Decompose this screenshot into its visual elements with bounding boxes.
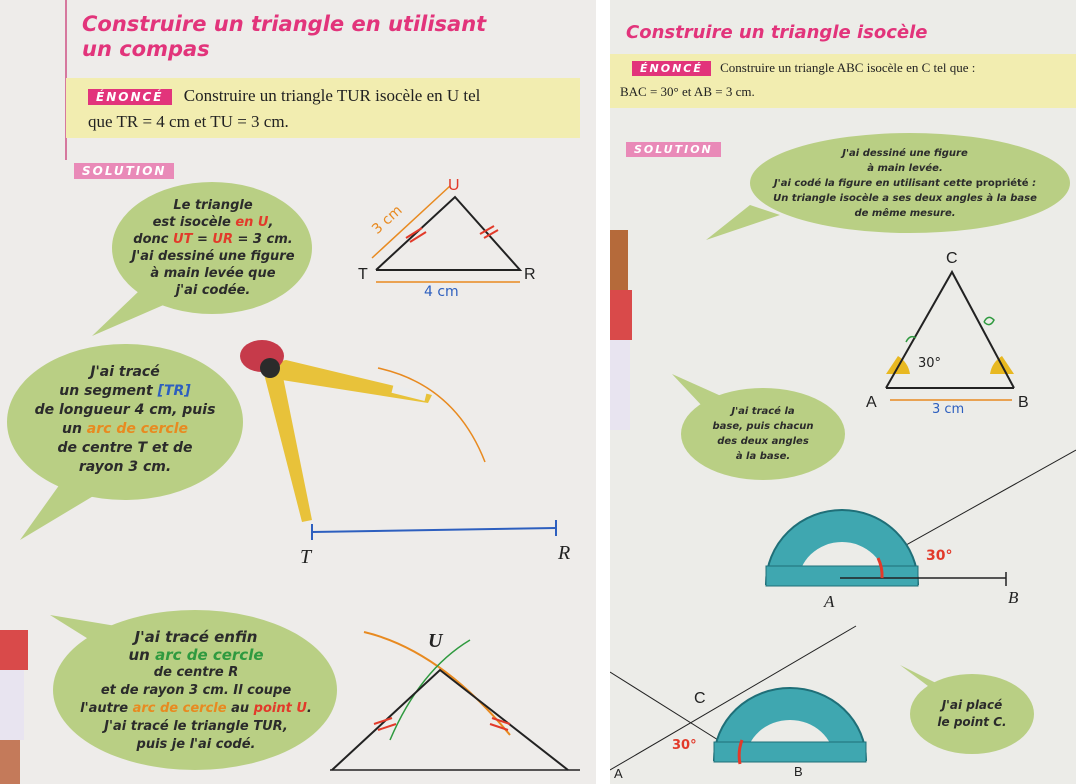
sketch-label-a: A (866, 394, 877, 411)
bubble2-line2: un segment [TR] (59, 383, 191, 399)
bubble1-line5: à main levée que (150, 266, 276, 281)
sketch-label-c: C (946, 250, 958, 267)
final-triangle-tur (330, 631, 580, 771)
sketch-label-r: R (524, 266, 536, 283)
segment-tr (311, 520, 557, 540)
segment-label-r: R (558, 542, 571, 564)
r-bubble2-line1: J'ai tracé la (731, 406, 795, 417)
bubble3-line4: et de rayon 3 cm. Il coupe (100, 683, 292, 698)
right-bubble-3: J'ai placé le point C. (914, 686, 1030, 742)
final-label-u: U (428, 630, 443, 652)
character-illustration-left (0, 630, 28, 784)
left-solution-tag: SOLUTION (74, 163, 175, 179)
left-figures (0, 0, 580, 784)
r-bubble2-line3: des deux angles (717, 436, 809, 447)
right-figures (610, 133, 1076, 771)
left-title-line2: un compas (82, 37, 210, 61)
r-bubble1-line4: Un triangle isocèle a ses deux angles à … (773, 192, 1037, 204)
left-bubble-3: J'ai tracé enfin un arc de cercle de cen… (58, 616, 334, 766)
protractor2-label-a: A (614, 766, 623, 781)
bubble3-line6: J'ai tracé le triangle TUR, (104, 719, 288, 734)
bubble1-line4: J'ai dessiné une figure (131, 249, 295, 264)
right-title: Construire un triangle isocèle (626, 22, 928, 43)
left-enonce-tag: ÉNONCÉ (88, 89, 172, 105)
bubble2-line1: J'ai tracé (90, 364, 160, 380)
r-bubble2-line4: à la base. (735, 451, 791, 462)
protractor1-angle-label: 30° (926, 548, 953, 564)
bubble-shape-1 (92, 182, 312, 336)
bubble2-line6: rayon 3 cm. (78, 459, 172, 475)
protractor1-label-a: A (824, 592, 835, 611)
r-bubble1-line2: à main levée. (867, 162, 943, 174)
left-title: Construire un triangle en utilisant un c… (82, 12, 486, 62)
sketch-angle-label: 30° (918, 356, 942, 371)
bubble-shape-3 (50, 610, 337, 770)
character-illustration-right (610, 230, 632, 430)
right-solution-tag: SOLUTION (626, 142, 721, 157)
left-enonce-box: ÉNONCÉ Construire un triangle TUR isocèl… (66, 78, 580, 138)
bubble3-line7: puis je l'ai codé. (136, 737, 256, 752)
protractor2-label-b: B (794, 764, 803, 779)
sketch-base-label: 4 cm (424, 284, 459, 300)
protractor2-label-c: C (694, 690, 706, 707)
left-bubble-1: Le triangle est isocèle en U, donc UT = … (118, 192, 308, 304)
bubble1-line6: j'ai codée. (175, 283, 251, 298)
left-bubble-2: J'ai tracé un segment [TR] de longueur 4… (12, 352, 238, 488)
sketch-triangle-tur (371, 185, 523, 283)
protractor-2 (610, 625, 868, 771)
bubble2-line4: un arc de cercle (61, 421, 189, 437)
bubble3-line5: l'autre arc de cercle au point U. (80, 701, 312, 716)
bubble1-line3: donc UT = UR = 3 cm. (133, 232, 293, 247)
protractor2-angle-label: 30° (672, 738, 697, 753)
right-enonce-tag: ÉNONCÉ (632, 61, 711, 76)
bubble1-line1: Le triangle (173, 198, 253, 213)
left-textbook-photo: Construire un triangle en utilisant un c… (0, 0, 596, 784)
sketch-label-b: B (1018, 394, 1029, 411)
r-bubble1-line1: J'ai dessiné une figure (842, 147, 968, 159)
sketch-triangle-abc (885, 269, 1015, 401)
r-bubble1-line3: J'ai codé la figure en utilisant cette p… (773, 177, 1037, 189)
right-bubble-1: J'ai dessiné une figure à main levée. J'… (740, 140, 1070, 226)
r-bubble1-line5: de même mesure. (854, 207, 956, 219)
r-bubble-shape-1 (706, 133, 1070, 240)
r-bubble-shape-3 (900, 665, 1034, 754)
left-title-line1: Construire un triangle en utilisant (82, 12, 487, 36)
protractor1-label-b: B (1008, 588, 1019, 607)
right-textbook-photo: Construire un triangle isocèle ÉNONCÉ Co… (610, 0, 1076, 784)
compass-illustration (240, 340, 486, 522)
right-enonce-line1: Construire un triangle ABC isocèle en C … (720, 60, 976, 75)
left-enonce-line2: que TR = 4 cm et TU = 3 cm. (88, 112, 289, 131)
right-bubble-2: J'ai tracé la base, puis chacun des deux… (688, 396, 838, 472)
bubble3-line3: de centre R (153, 665, 239, 680)
right-enonce-line2: BAC = 30° et AB = 3 cm. (620, 84, 755, 99)
r-bubble3-line1: J'ai placé (941, 698, 1003, 712)
segment-label-t: T (300, 546, 312, 568)
bubble-shape-2 (7, 344, 243, 540)
right-enonce-box: ÉNONCÉ Construire un triangle ABC isocèl… (610, 54, 1076, 108)
bubble2-line3: de longueur 4 cm, puis (34, 402, 216, 418)
left-enonce-line1: Construire un triangle TUR isocèle en U … (183, 86, 481, 105)
bubble2-line5: de centre T et de (57, 440, 193, 456)
sketch-base-label-3cm: 3 cm (932, 402, 965, 417)
protractor-1 (764, 449, 1076, 587)
sketch-label-u: U (448, 177, 460, 194)
bubble1-line2: est isocèle en U, (152, 215, 274, 230)
r-bubble2-line2: base, puis chacun (712, 421, 814, 432)
r-bubble-shape-2 (672, 374, 845, 480)
bubble3-line1: J'ai tracé enfin (134, 628, 258, 646)
bubble3-line2: un arc de cercle (128, 646, 264, 664)
r-bubble3-line2: le point C. (937, 715, 1007, 729)
sketch-label-t: T (358, 266, 368, 283)
